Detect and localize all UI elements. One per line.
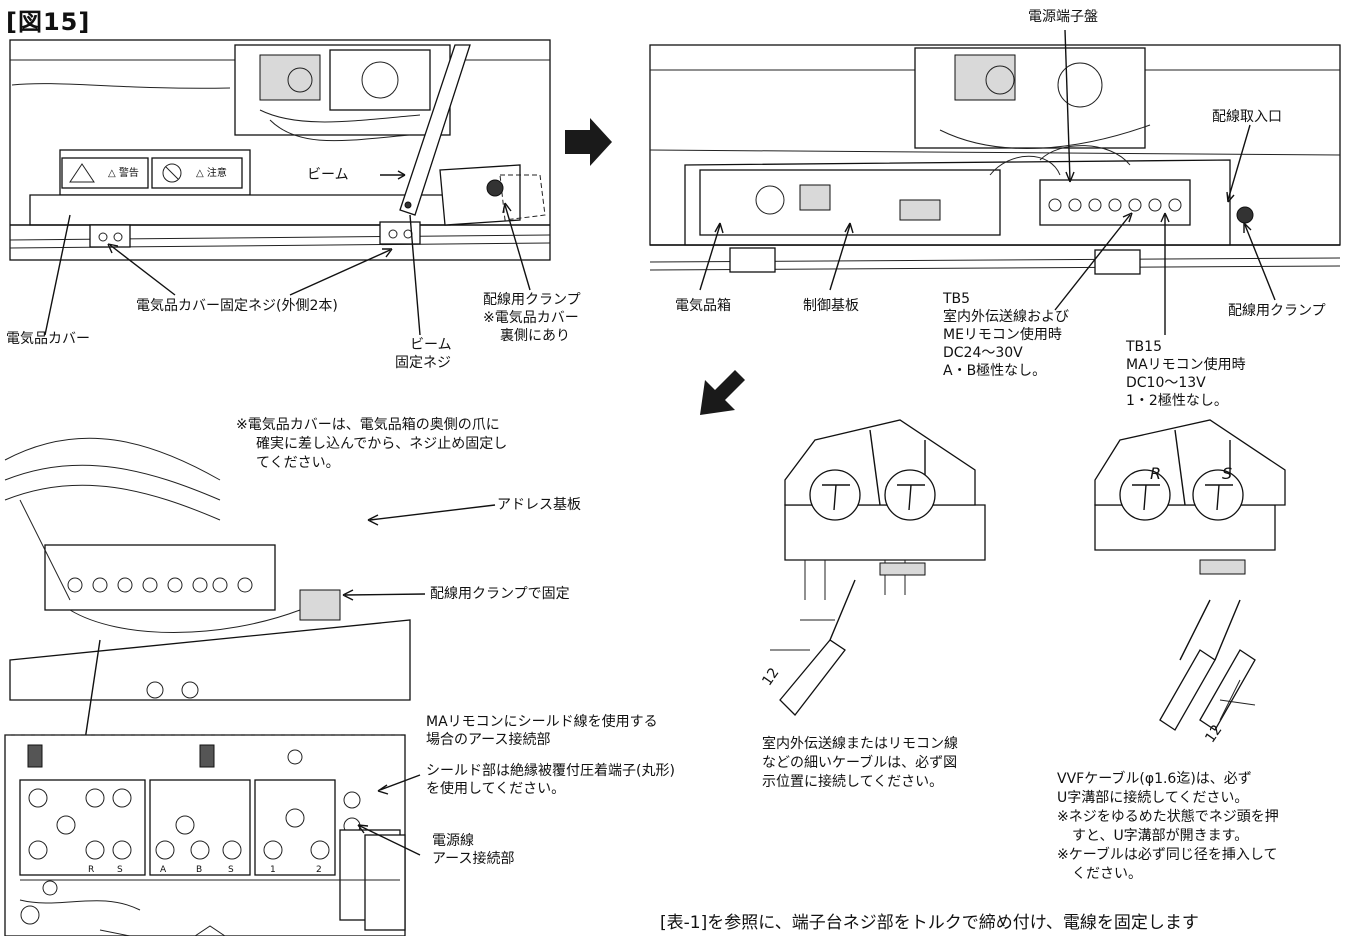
tb15-title: TB15: [1126, 339, 1162, 355]
tb15-line-2: DC10〜13V: [1126, 375, 1206, 391]
terminal-letter-1: 1: [270, 865, 276, 875]
cap-s-label: S: [1222, 464, 1233, 483]
beam-screw-label-1: ビーム: [410, 337, 452, 353]
terminal-letter-s: S: [117, 865, 123, 875]
right-clamp-label: 配線用クランプ: [1228, 303, 1326, 319]
right-detail-left-terminal: [770, 419, 986, 716]
electrical-box-label: 電気品箱: [675, 298, 731, 314]
top-left-leaders: [44, 170, 531, 336]
footer-text: [表-1]を参照に、端子台ネジ部をトルクで締め付け、電線を固定します: [660, 913, 1199, 933]
tb5-title: TB5: [943, 291, 971, 307]
address-board-label: アドレス基板: [497, 497, 581, 513]
control-board-label: 制御基板: [803, 298, 859, 314]
terminal-letter-s2: S: [228, 865, 234, 875]
right-arrow: [565, 118, 612, 166]
clamp-fix-label: 配線用クランプで固定: [430, 586, 570, 602]
bottom-left-leaders: [357, 774, 421, 856]
terminal-letter-r: R: [88, 865, 95, 875]
shield-note-2: を使用してください。: [426, 781, 566, 797]
power-earth-label-2: アース接続部: [432, 851, 515, 867]
shield-label-2: 場合のアース接続部: [426, 732, 551, 748]
thin-cable-caption-1: 室内外伝送線またはリモコン線: [762, 736, 958, 752]
middle-left-leaders: [84, 504, 496, 741]
vvf-caption-3: ※ネジをゆるめた状態でネジ頭を押: [1057, 809, 1279, 825]
shield-label-1: MAリモコンにシールド線を使用する: [426, 714, 658, 730]
power-terminal-label: 電源端子盤: [1028, 9, 1098, 25]
terminal-letter-a: A: [160, 865, 167, 875]
cover-note-1: ※電気品カバーは、電気品箱の奥側の爪に: [236, 417, 500, 433]
tb5-line-3: DC24〜30V: [943, 345, 1023, 361]
shield-note-1: シールド部は絶縁被覆付圧着端子(丸形): [426, 763, 675, 779]
beam-label: ビーム: [307, 167, 349, 183]
tb15-line-3: 1・2極性なし。: [1126, 393, 1228, 409]
caution-label: △ 注意: [196, 168, 227, 179]
thin-cable-caption-3: 示位置に接続してください。: [762, 774, 944, 790]
right-detail-right-terminal: [1094, 419, 1286, 731]
cover-label: 電気品カバー: [6, 331, 90, 347]
cover-note-2: 確実に差し込んでから、ネジ止め固定し: [256, 436, 508, 452]
tb15-line-1: MAリモコン使用時: [1126, 357, 1246, 373]
figure-title: [図15]: [6, 8, 91, 36]
cap-r-label: R: [1150, 464, 1162, 483]
wiring-inlet-label: 配線取入口: [1212, 109, 1282, 125]
top-right-unit-drawing: [649, 44, 1341, 275]
beam-screw-label-2: 固定ネジ: [395, 355, 451, 371]
power-earth-label-1: 電源線: [432, 833, 474, 849]
vvf-caption-4: すと、U字溝部が開きます。: [1072, 828, 1249, 844]
tb5-line-1: 室内外伝送線および: [943, 309, 1069, 325]
thin-cable-caption-2: などの細いケーブルは、必ず図: [762, 755, 958, 771]
middle-left-drawing: [4, 437, 411, 701]
clamp-note-1: ※電気品カバー: [483, 310, 579, 326]
vvf-caption-2: U字溝部に接続してください。: [1057, 790, 1249, 806]
tb5-line-2: MEリモコン使用時: [943, 327, 1062, 343]
top-left-unit-drawing: [9, 39, 551, 261]
clamp-note-2: 裏側にあり: [500, 328, 570, 344]
vvf-caption-6: ください。: [1072, 866, 1142, 882]
warning-label: △ 警告: [108, 168, 139, 179]
down-left-arrow: [700, 370, 745, 415]
vvf-caption-1: VVFケーブル(φ1.6迄)は、必ず: [1057, 771, 1252, 787]
clamp-label: 配線用クランプ: [483, 292, 581, 308]
terminal-letter-2: 2: [316, 865, 322, 875]
top-right-leaders: [699, 29, 1276, 335]
cover-screws-label: 電気品カバー固定ネジ(外側2本): [136, 298, 338, 314]
cover-note-3: てください。: [256, 455, 340, 471]
vvf-caption-5: ※ケーブルは必ず同じ径を挿入して: [1057, 847, 1278, 863]
terminal-letter-b: B: [196, 865, 203, 875]
tb5-line-4: A・B極性なし。: [943, 363, 1047, 379]
bottom-left-terminal-detail: [4, 734, 406, 936]
